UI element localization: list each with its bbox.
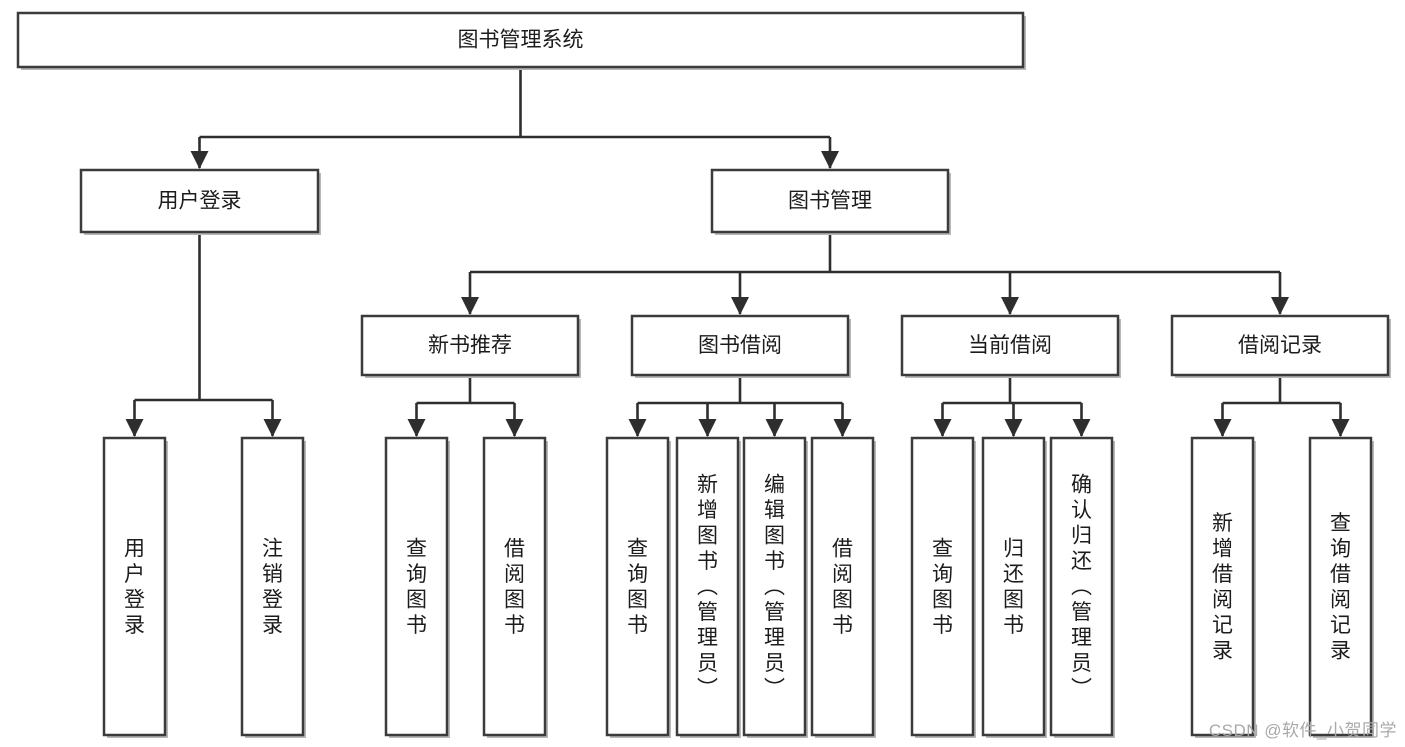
node-label: 新增借阅记录 (1212, 512, 1233, 663)
connectors-layer (125, 67, 1350, 437)
node-label: 图书管理系统 (458, 29, 584, 52)
nodes-layer: 图书管理系统用户登录图书管理新书推荐图书借阅当前借阅借阅记录用户登录注销登录查询… (16, 11, 1391, 738)
node-rect[interactable] (900, 314, 1120, 377)
node-rect[interactable] (910, 436, 975, 737)
node-leaf-borrow-lend[interactable]: 借阅图书 (810, 436, 876, 738)
node-label: 当前借阅 (968, 334, 1052, 357)
arrow-head-icon (698, 419, 717, 437)
arrow-head-icon (407, 419, 426, 437)
node-label: 图书管理 (788, 190, 872, 213)
node-leaf-user-login[interactable]: 用户登录 (102, 436, 168, 738)
arrow-head-icon (125, 419, 144, 437)
node-leaf-current-confirm[interactable]: 确认归还︵管理员︶ (1049, 436, 1115, 738)
arrow-head-icon (263, 419, 282, 437)
node-label: 查询图书 (627, 537, 648, 637)
node-label: 图书借阅 (698, 334, 782, 357)
node-leaf-rec-query[interactable]: 查询图书 (384, 436, 450, 738)
node-rect[interactable] (240, 436, 305, 737)
node-current-borrow[interactable]: 当前借阅 (900, 314, 1121, 378)
arrow-head-icon (190, 151, 209, 169)
node-label: 确认归还︵管理员︶ (1071, 474, 1092, 701)
arrow-head-icon (1004, 419, 1023, 437)
node-label: 查询图书 (406, 537, 427, 637)
node-label: 借阅图书 (504, 537, 525, 637)
node-rect[interactable] (1190, 436, 1255, 737)
node-rect[interactable] (630, 314, 850, 377)
node-label: 新增图书︵管理员︶ (697, 474, 718, 701)
node-label: 借阅图书 (832, 537, 853, 637)
arrow-head-icon (765, 419, 784, 437)
arrow-head-icon (461, 297, 479, 315)
arrow-head-icon (833, 419, 852, 437)
arrow-head-icon (628, 419, 647, 437)
node-label: 查询借阅记录 (1330, 512, 1351, 663)
node-rect[interactable] (102, 436, 167, 737)
arrow-head-icon (1271, 297, 1289, 315)
node-book-borrow[interactable]: 图书借阅 (630, 314, 851, 378)
node-rect[interactable] (482, 436, 547, 737)
node-leaf-borrow-edit[interactable]: 编辑图书︵管理员︶ (742, 436, 808, 738)
node-rect[interactable] (605, 436, 670, 737)
node-rect[interactable] (675, 436, 740, 737)
node-rect[interactable] (79, 168, 320, 234)
node-label: 新书推荐 (428, 334, 512, 357)
node-leaf-record-query[interactable]: 查询借阅记录 (1308, 436, 1374, 738)
arrow-head-icon (731, 297, 749, 315)
arrow-head-icon (1072, 419, 1091, 437)
node-label: 借阅记录 (1238, 334, 1322, 357)
node-rect[interactable] (981, 436, 1046, 737)
node-leaf-user-logout[interactable]: 注销登录 (240, 436, 306, 738)
node-rect[interactable] (384, 436, 449, 737)
csdn-watermark: CSDN @软件_小贺同学 (1208, 721, 1397, 740)
arrow-head-icon (1213, 419, 1232, 437)
node-rect[interactable] (16, 11, 1025, 69)
node-rect[interactable] (1170, 314, 1390, 377)
node-leaf-borrow-query[interactable]: 查询图书 (605, 436, 671, 738)
node-label: 注销登录 (262, 537, 283, 637)
arrow-head-icon (821, 151, 839, 169)
arrow-head-icon (505, 419, 524, 437)
node-leaf-rec-borrow[interactable]: 借阅图书 (482, 436, 548, 738)
node-new-book-rec[interactable]: 新书推荐 (360, 314, 581, 378)
node-leaf-borrow-add[interactable]: 新增图书︵管理员︶ (675, 436, 741, 738)
node-user-login[interactable]: 用户登录 (79, 168, 321, 235)
node-rect[interactable] (360, 314, 580, 377)
arrow-head-icon (1001, 297, 1019, 315)
node-rect[interactable] (810, 436, 875, 737)
arrow-head-icon (1331, 419, 1350, 437)
node-label: 用户登录 (158, 190, 242, 213)
node-rect[interactable] (1049, 436, 1114, 737)
node-rect[interactable] (710, 168, 950, 234)
node-leaf-record-add[interactable]: 新增借阅记录 (1190, 436, 1256, 738)
arrow-head-icon (933, 419, 952, 437)
node-label: 查询图书 (932, 537, 953, 637)
node-rect[interactable] (742, 436, 807, 737)
node-label: 编辑图书︵管理员︶ (764, 474, 785, 701)
node-leaf-current-query[interactable]: 查询图书 (910, 436, 976, 738)
node-rect[interactable] (1308, 436, 1373, 737)
node-label: 归还图书 (1003, 537, 1024, 637)
node-label: 用户登录 (124, 537, 145, 637)
node-borrow-record[interactable]: 借阅记录 (1170, 314, 1391, 378)
node-leaf-current-return[interactable]: 归还图书 (981, 436, 1047, 738)
node-book-manage[interactable]: 图书管理 (710, 168, 951, 235)
node-root-root[interactable]: 图书管理系统 (16, 11, 1026, 70)
